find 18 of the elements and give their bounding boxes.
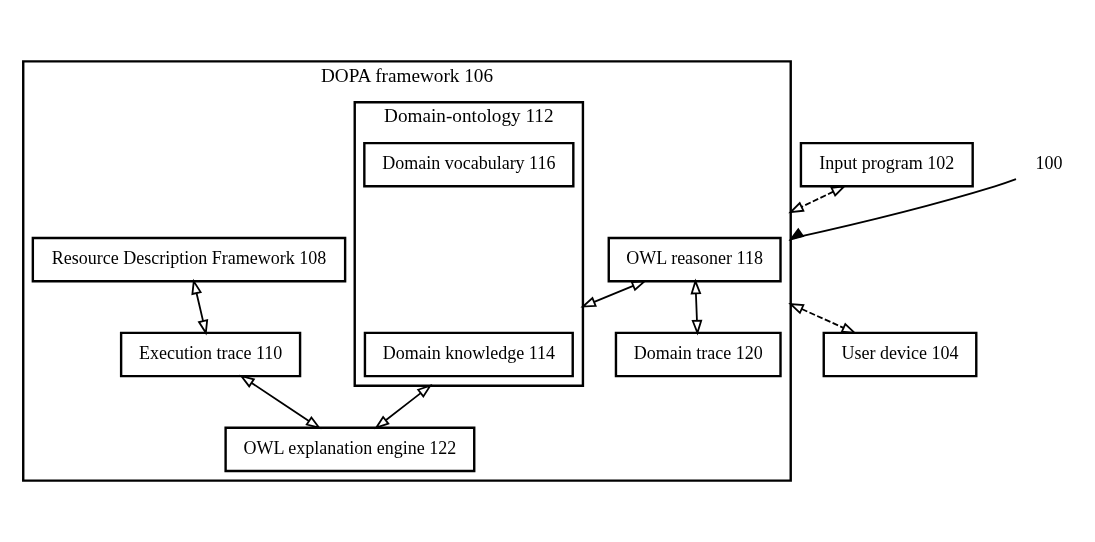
arrow bbox=[788, 302, 858, 334]
arrow bbox=[788, 178, 1017, 242]
node-box: Resource Description Framework 108 bbox=[31, 236, 347, 283]
node-box: User device 104 bbox=[822, 331, 978, 378]
arrow bbox=[374, 384, 433, 430]
arrow bbox=[191, 278, 209, 336]
node-box: Domain trace 120 bbox=[614, 331, 782, 378]
arrow bbox=[690, 278, 703, 336]
node-box: Domain knowledge 114 bbox=[363, 331, 574, 378]
node-box: Execution trace 110 bbox=[119, 331, 302, 378]
node-box: OWL explanation engine 122 bbox=[224, 426, 476, 473]
node-box: Input program 102 bbox=[799, 141, 974, 188]
arrow bbox=[239, 374, 322, 430]
node-box: OWL reasoner 118 bbox=[607, 236, 782, 283]
node-box: Domain vocabulary 116 bbox=[363, 141, 575, 188]
node-text: 100 bbox=[1035, 152, 1063, 173]
arrow bbox=[788, 185, 847, 214]
arrow bbox=[580, 280, 648, 308]
